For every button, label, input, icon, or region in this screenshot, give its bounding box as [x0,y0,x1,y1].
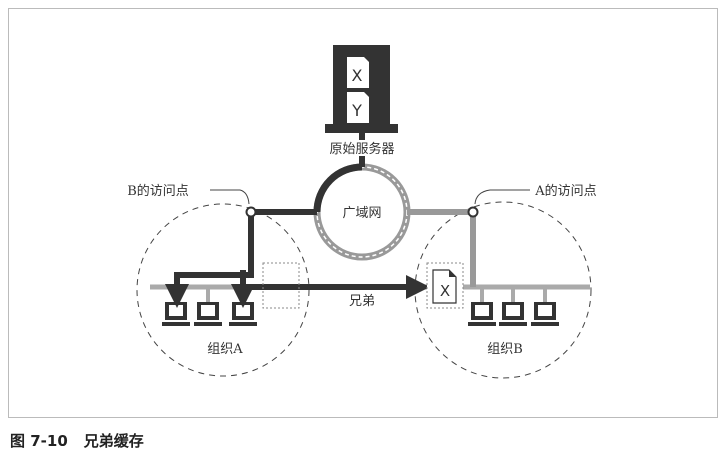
org-b-label: 组织B [487,342,523,357]
origin-server-label: 原始服务器 [329,141,394,157]
caption-title: 兄弟缓存 [83,432,144,450]
a-access-point-label: A的访问点 [534,183,596,199]
origin-server-icon: X Y [325,45,398,167]
sibling-label: 兄弟 [349,294,375,309]
server-doc-y: Y [351,101,362,120]
link-wan-to-org-a [165,209,317,308]
computer-icon [162,302,559,326]
caption-number: 图 7-10 [10,432,68,450]
cached-doc-x: X [440,282,450,300]
b-access-point-label: B的访问点 [127,183,189,199]
wan-label: 广域网 [342,206,381,221]
figure-caption: 图 7-10 兄弟缓存 [10,430,160,451]
org-b-access-point [245,206,257,218]
org-a-cache-empty [262,262,300,309]
cached-document-icon [432,269,457,304]
server-doc-x: X [352,66,363,85]
org-a-label: 组织A [207,342,243,357]
figure-frame [8,8,718,418]
org-a-access-point [467,206,479,218]
sibling-cache-diagram: X Y X 原始服务器 广域网 B的访问点 A的访问点 兄弟 组织A 组织B [127,45,597,379]
